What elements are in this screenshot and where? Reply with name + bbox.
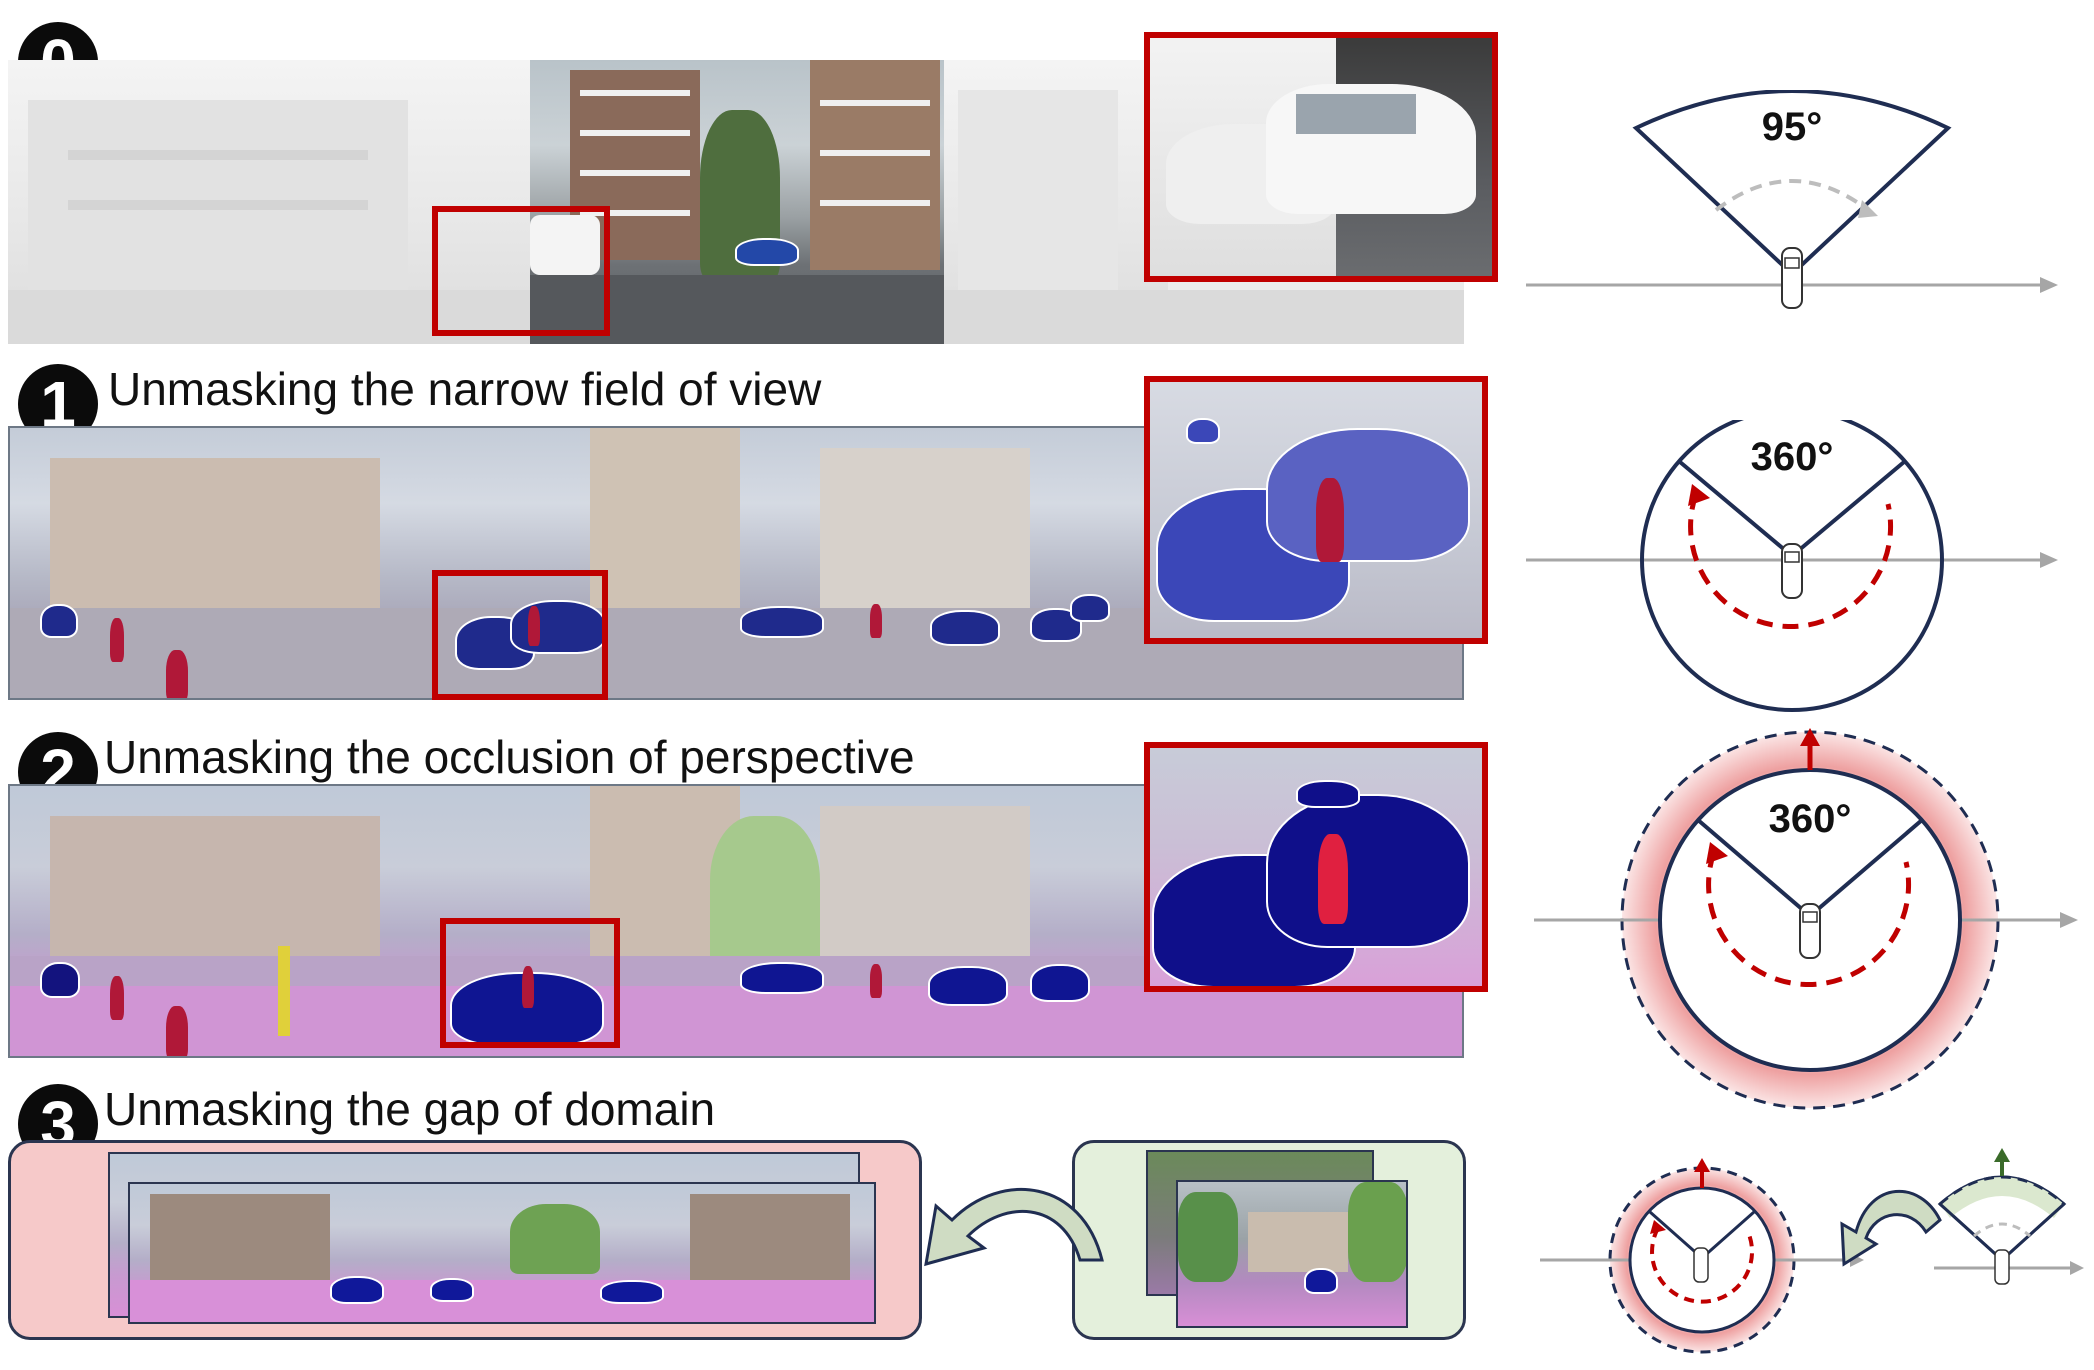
row-1-highlight-box	[432, 570, 608, 700]
row-1-title: Unmasking the narrow field of view	[108, 363, 822, 415]
fov-label-360-a: 360°	[1751, 435, 1834, 479]
row-2-zoom-inset-frame	[1144, 742, 1488, 992]
fov-label-360-b: 360°	[1769, 797, 1852, 841]
fov-diagram-360-a: 360°	[1526, 420, 2058, 712]
row-2-title: Unmasking the occlusion of perspective	[104, 731, 915, 783]
fov-diagram-95: 95°	[1526, 90, 2058, 309]
domain-transfer-arrow	[924, 1188, 1104, 1267]
source-domain-image-front	[1176, 1180, 1408, 1328]
row-0-zoom-inset-frame	[1144, 32, 1498, 282]
row-0-zoom-inset	[1146, 34, 1496, 280]
domain-gap-diagram	[1540, 1148, 2084, 1354]
row-1-zoom-inset-frame	[1144, 376, 1488, 644]
fov-diagram-360-b: 360°	[1534, 728, 2078, 1110]
row-2-zoom-inset	[1146, 744, 1486, 990]
row-1-zoom-inset	[1146, 378, 1486, 642]
target-domain-image-front	[128, 1182, 876, 1324]
row-3-title: Unmasking the gap of domain	[104, 1083, 716, 1135]
fov-label-95: 95°	[1762, 105, 1823, 149]
row-2-highlight-box	[440, 918, 620, 1048]
row-0-visible-view	[530, 60, 944, 344]
row-0-highlight-box	[432, 206, 610, 336]
